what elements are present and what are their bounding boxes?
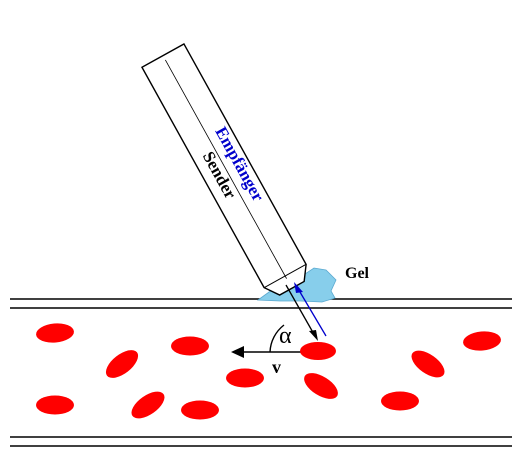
angle-and-velocity xyxy=(238,324,303,353)
blood-cell xyxy=(304,373,338,399)
beams xyxy=(285,282,327,341)
blood-cell xyxy=(381,391,419,411)
probe-tip-line xyxy=(263,263,307,289)
blood-cell xyxy=(300,342,336,360)
velocity-arrowhead xyxy=(231,346,244,358)
blood-cell xyxy=(171,336,209,356)
blood-cell xyxy=(36,395,74,415)
ultrasound-probe: Empfänger Sender xyxy=(141,43,307,296)
probe-divider xyxy=(165,59,287,279)
blood-cell xyxy=(411,350,445,378)
blood-cell xyxy=(181,400,219,420)
blood-cell xyxy=(226,368,264,388)
blood-cell xyxy=(131,391,165,419)
red-blood-cells xyxy=(36,323,501,420)
gel-label: Gel xyxy=(345,265,370,282)
receive-beam-arrowhead xyxy=(294,282,303,293)
transmit-beam-arrowhead xyxy=(309,330,318,341)
receive-beam xyxy=(296,286,327,337)
blood-cell xyxy=(463,331,501,351)
transmit-beam xyxy=(285,284,316,337)
blood-cell xyxy=(105,350,139,378)
blood-cell xyxy=(36,323,74,343)
angle-label: α xyxy=(279,323,292,349)
velocity-label: v xyxy=(272,357,281,377)
angle-arc xyxy=(269,324,285,353)
